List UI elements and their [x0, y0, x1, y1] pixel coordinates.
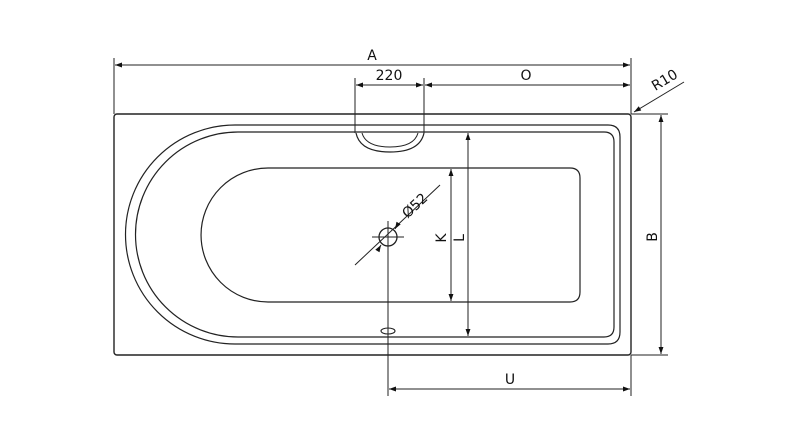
dim-u-label: U: [505, 372, 515, 388]
tub-basin-bottom: [200, 167, 581, 303]
diameter-arrow-b: [394, 221, 401, 230]
radius-label: R10: [649, 67, 681, 95]
dim-o-label: O: [520, 68, 531, 84]
dim-220-label: 220: [376, 68, 403, 84]
dim-b-label: B: [645, 232, 661, 242]
radius-leader: [633, 81, 685, 113]
overflow-cutout: [355, 132, 425, 153]
diameter-arrow-a: [375, 244, 382, 253]
dim-a-label: A: [367, 48, 377, 64]
tub-outer-rim: [113, 113, 632, 356]
dim-k-label: K: [434, 233, 450, 243]
tub-inner-rim-inner: [134, 131, 615, 338]
tub-inner-rim-outer: [124, 124, 621, 345]
overflow-cutout-inner: [361, 132, 419, 148]
dim-l-label: L: [452, 234, 468, 242]
diameter-label: Ø52: [399, 190, 431, 221]
